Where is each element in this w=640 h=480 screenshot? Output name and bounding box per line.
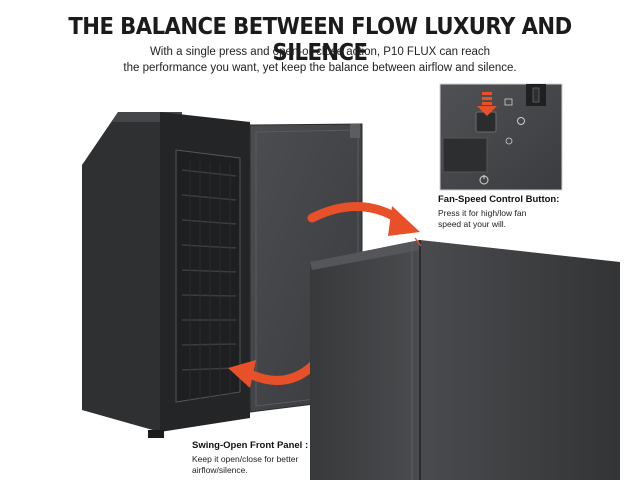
fan-control-inset [439,83,563,191]
page-title: THE BALANCE BETWEEN FLOW LUXURY AND SILE… [68,14,572,66]
front-panel-callout-title: Swing-Open Front Panel : [192,440,309,451]
right-case-closeup [310,237,620,480]
subtitle-line-2: the performance you want, yet keep the b… [123,62,517,74]
front-panel-callout-line-2: airflow/silence. [192,465,248,475]
left-case [82,112,250,438]
down-arrow-icon [477,92,497,116]
fan-speed-callout-title: Fan-Speed Control Button: [438,194,560,205]
fan-speed-callout-line-1: Press it for high/low fan [438,208,527,218]
subtitle-line-1: With a single press and open-or-close ac… [149,46,491,58]
fan-speed-callout-line-2: speed at your will. [438,219,507,229]
fan-icon [505,137,513,145]
open-arrow-icon [307,202,420,236]
front-panel-callout-line-1: Keep it open/close for better [192,454,299,464]
power-icon [479,175,489,185]
